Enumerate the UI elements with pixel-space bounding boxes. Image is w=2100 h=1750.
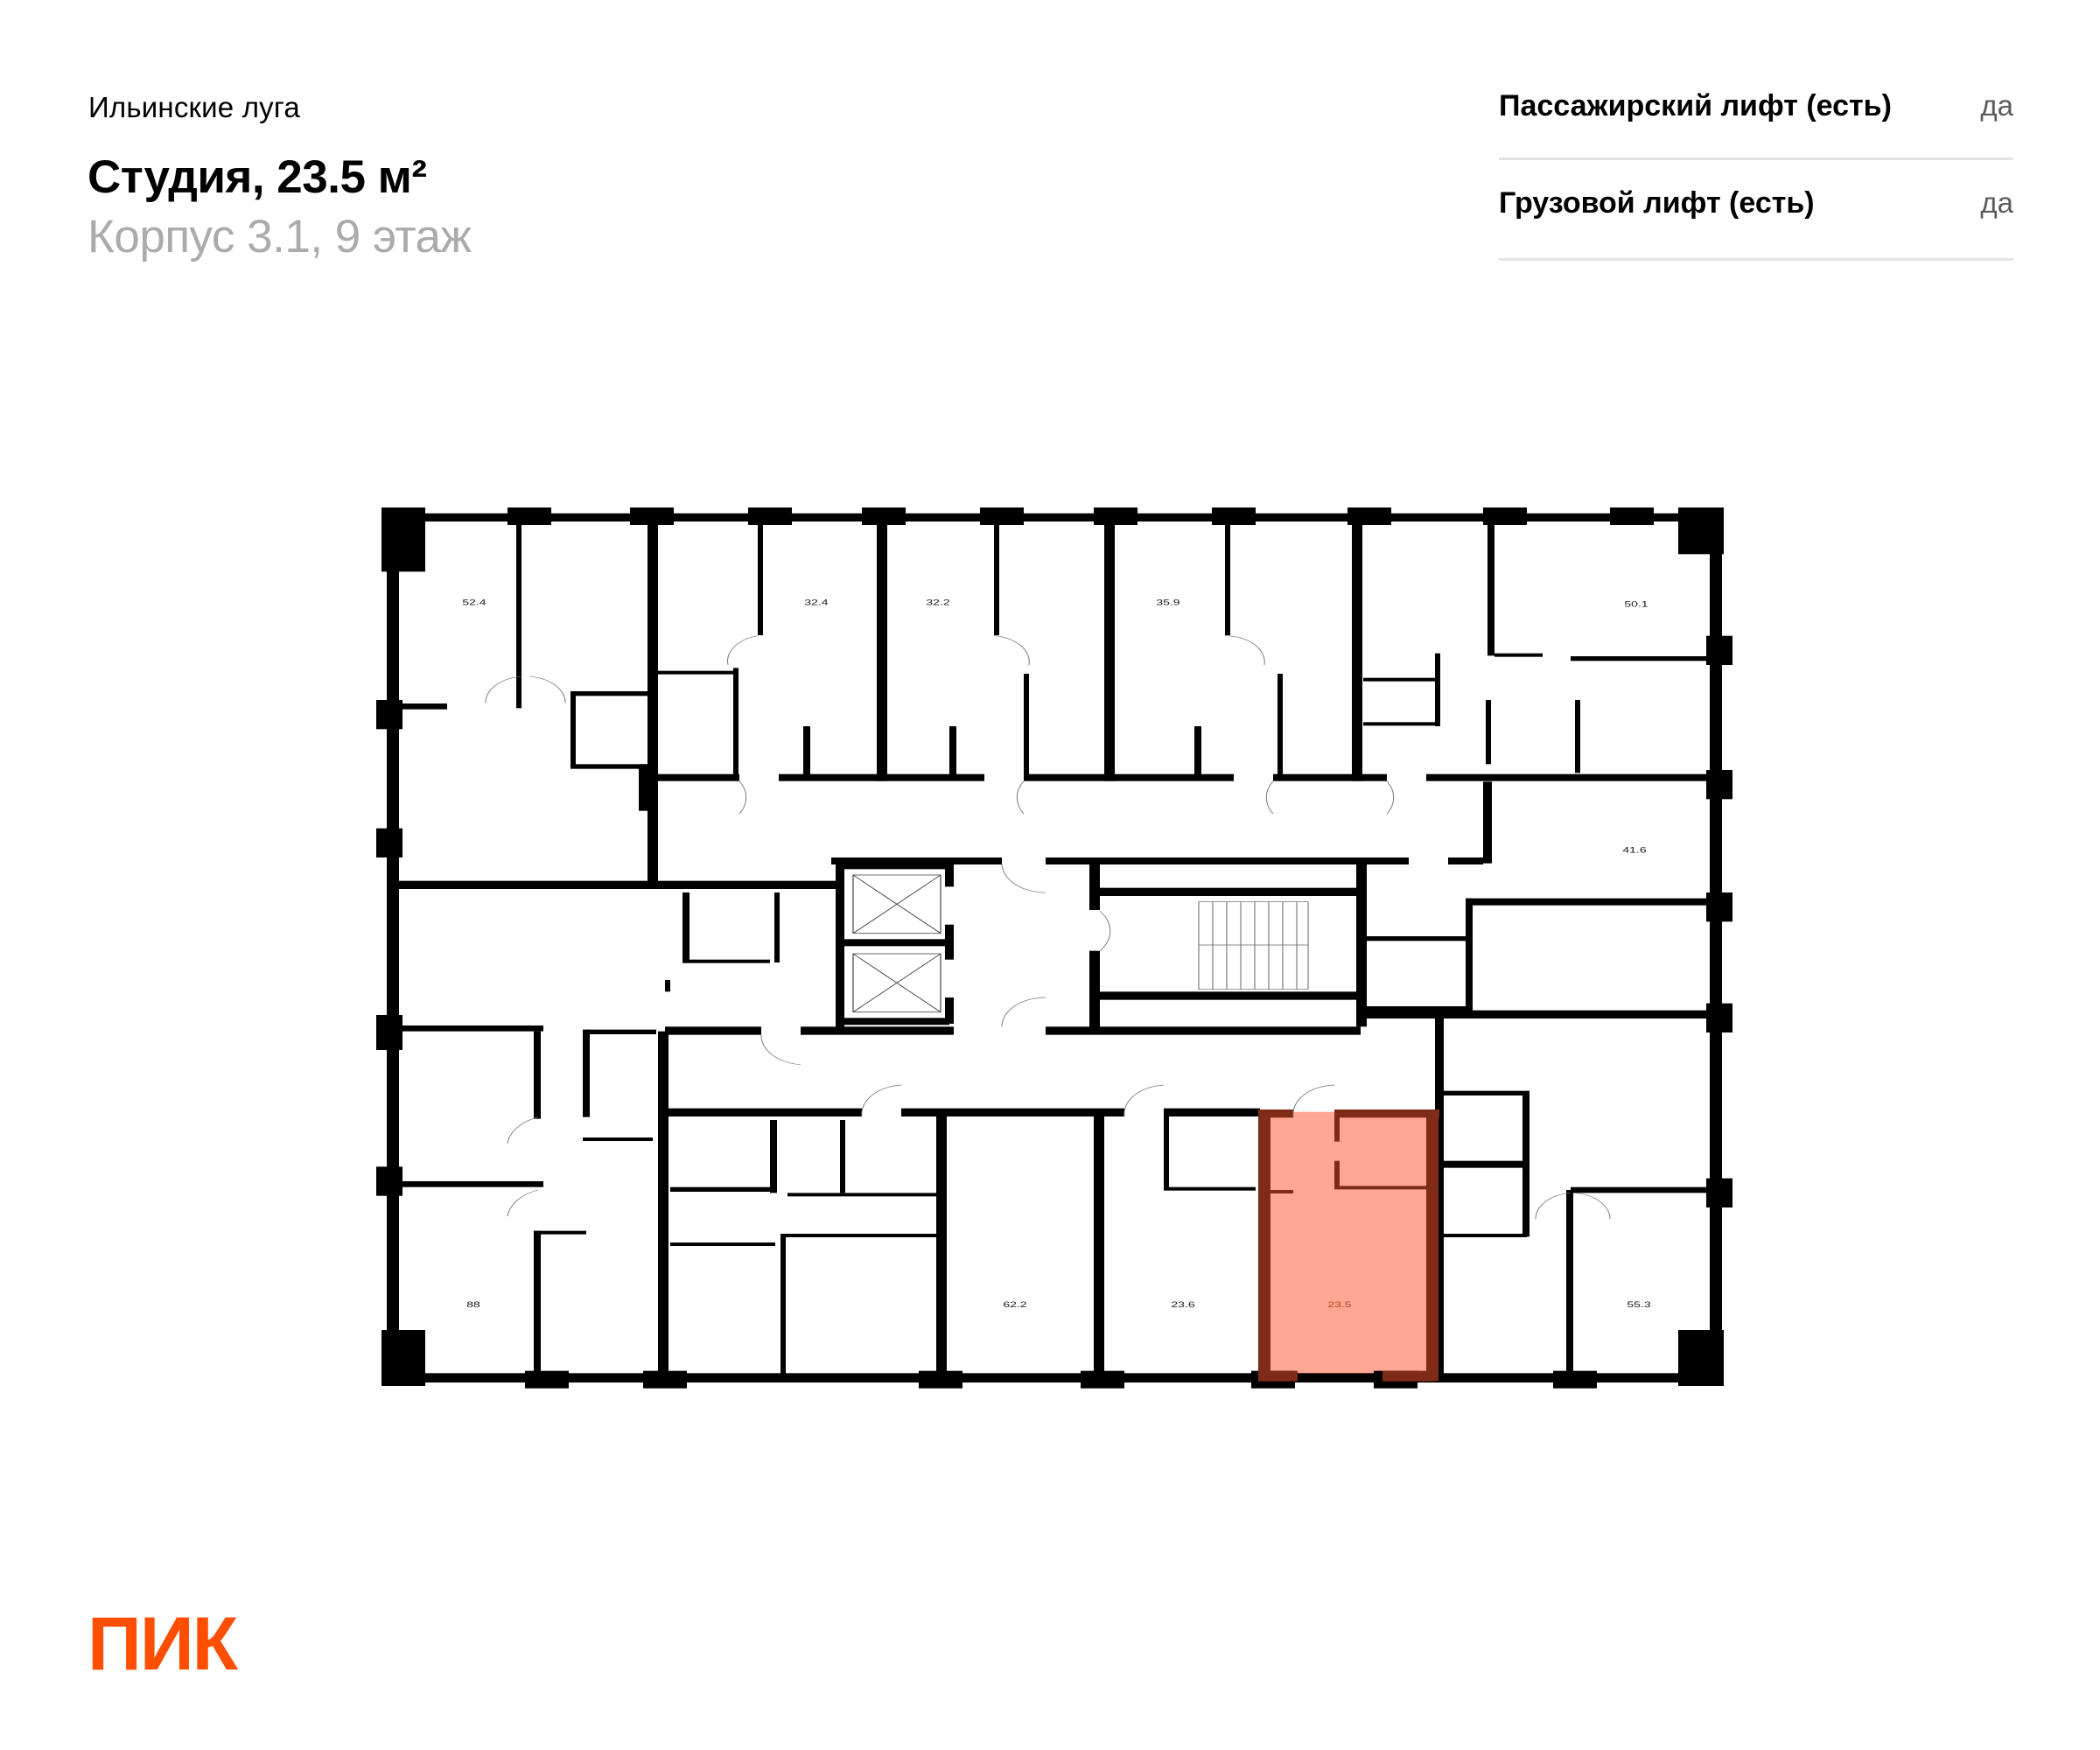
feature-passenger-elevator: Пассажирский лифт (есть) да [1499,84,2013,160]
door-arcs [485,635,1611,1220]
feature-label: Грузовой лифт (есть) [1499,186,1815,220]
unit-area-label[interactable]: 50.1 [1624,599,1648,609]
area-labels: 52.4 32.4 32.2 35.9 50.1 41.6 88 62.2 23… [462,598,1651,1310]
pik-logo[interactable]: ПИК [88,1602,238,1686]
unit-location: Корпус 3.1, 9 этаж [88,211,472,262]
features-list: Пассажирский лифт (есть) да Грузовой лиф… [1499,84,2013,261]
unit-area-label[interactable]: 35.9 [1156,598,1180,607]
unit-area-label[interactable]: 23.6 [1171,1299,1195,1309]
unit-title: Студия, 23.5 м² [88,151,427,203]
unit-area-label[interactable]: 88 [466,1299,480,1309]
feature-freight-elevator: Грузовой лифт (есть) да [1499,160,2013,261]
unit-area-label[interactable]: 52.4 [462,598,486,607]
feature-value: да [1980,89,2013,122]
feature-label: Пассажирский лифт (есть) [1499,89,1892,122]
complex-name: Ильинские луга [88,91,300,123]
walls [376,508,1732,1389]
unit-area-label[interactable]: 32.2 [926,598,949,607]
unit-area-label[interactable]: 41.6 [1622,845,1647,855]
unit-area-label[interactable]: 62.2 [1003,1299,1026,1309]
selected-unit-highlight[interactable] [1262,1111,1435,1379]
floor-plan: 52.4 32.4 32.2 35.9 50.1 41.6 88 62.2 23… [376,508,1732,1389]
selected-unit-area-label[interactable]: 23.5 [1327,1299,1352,1309]
selected-unit-walls [1258,1110,1439,1382]
stairs-icon [1198,901,1309,990]
unit-area-label[interactable]: 55.3 [1627,1299,1651,1309]
elevator-icons [852,874,942,1013]
feature-value: да [1980,186,2013,219]
unit-area-label[interactable]: 32.4 [804,598,829,607]
